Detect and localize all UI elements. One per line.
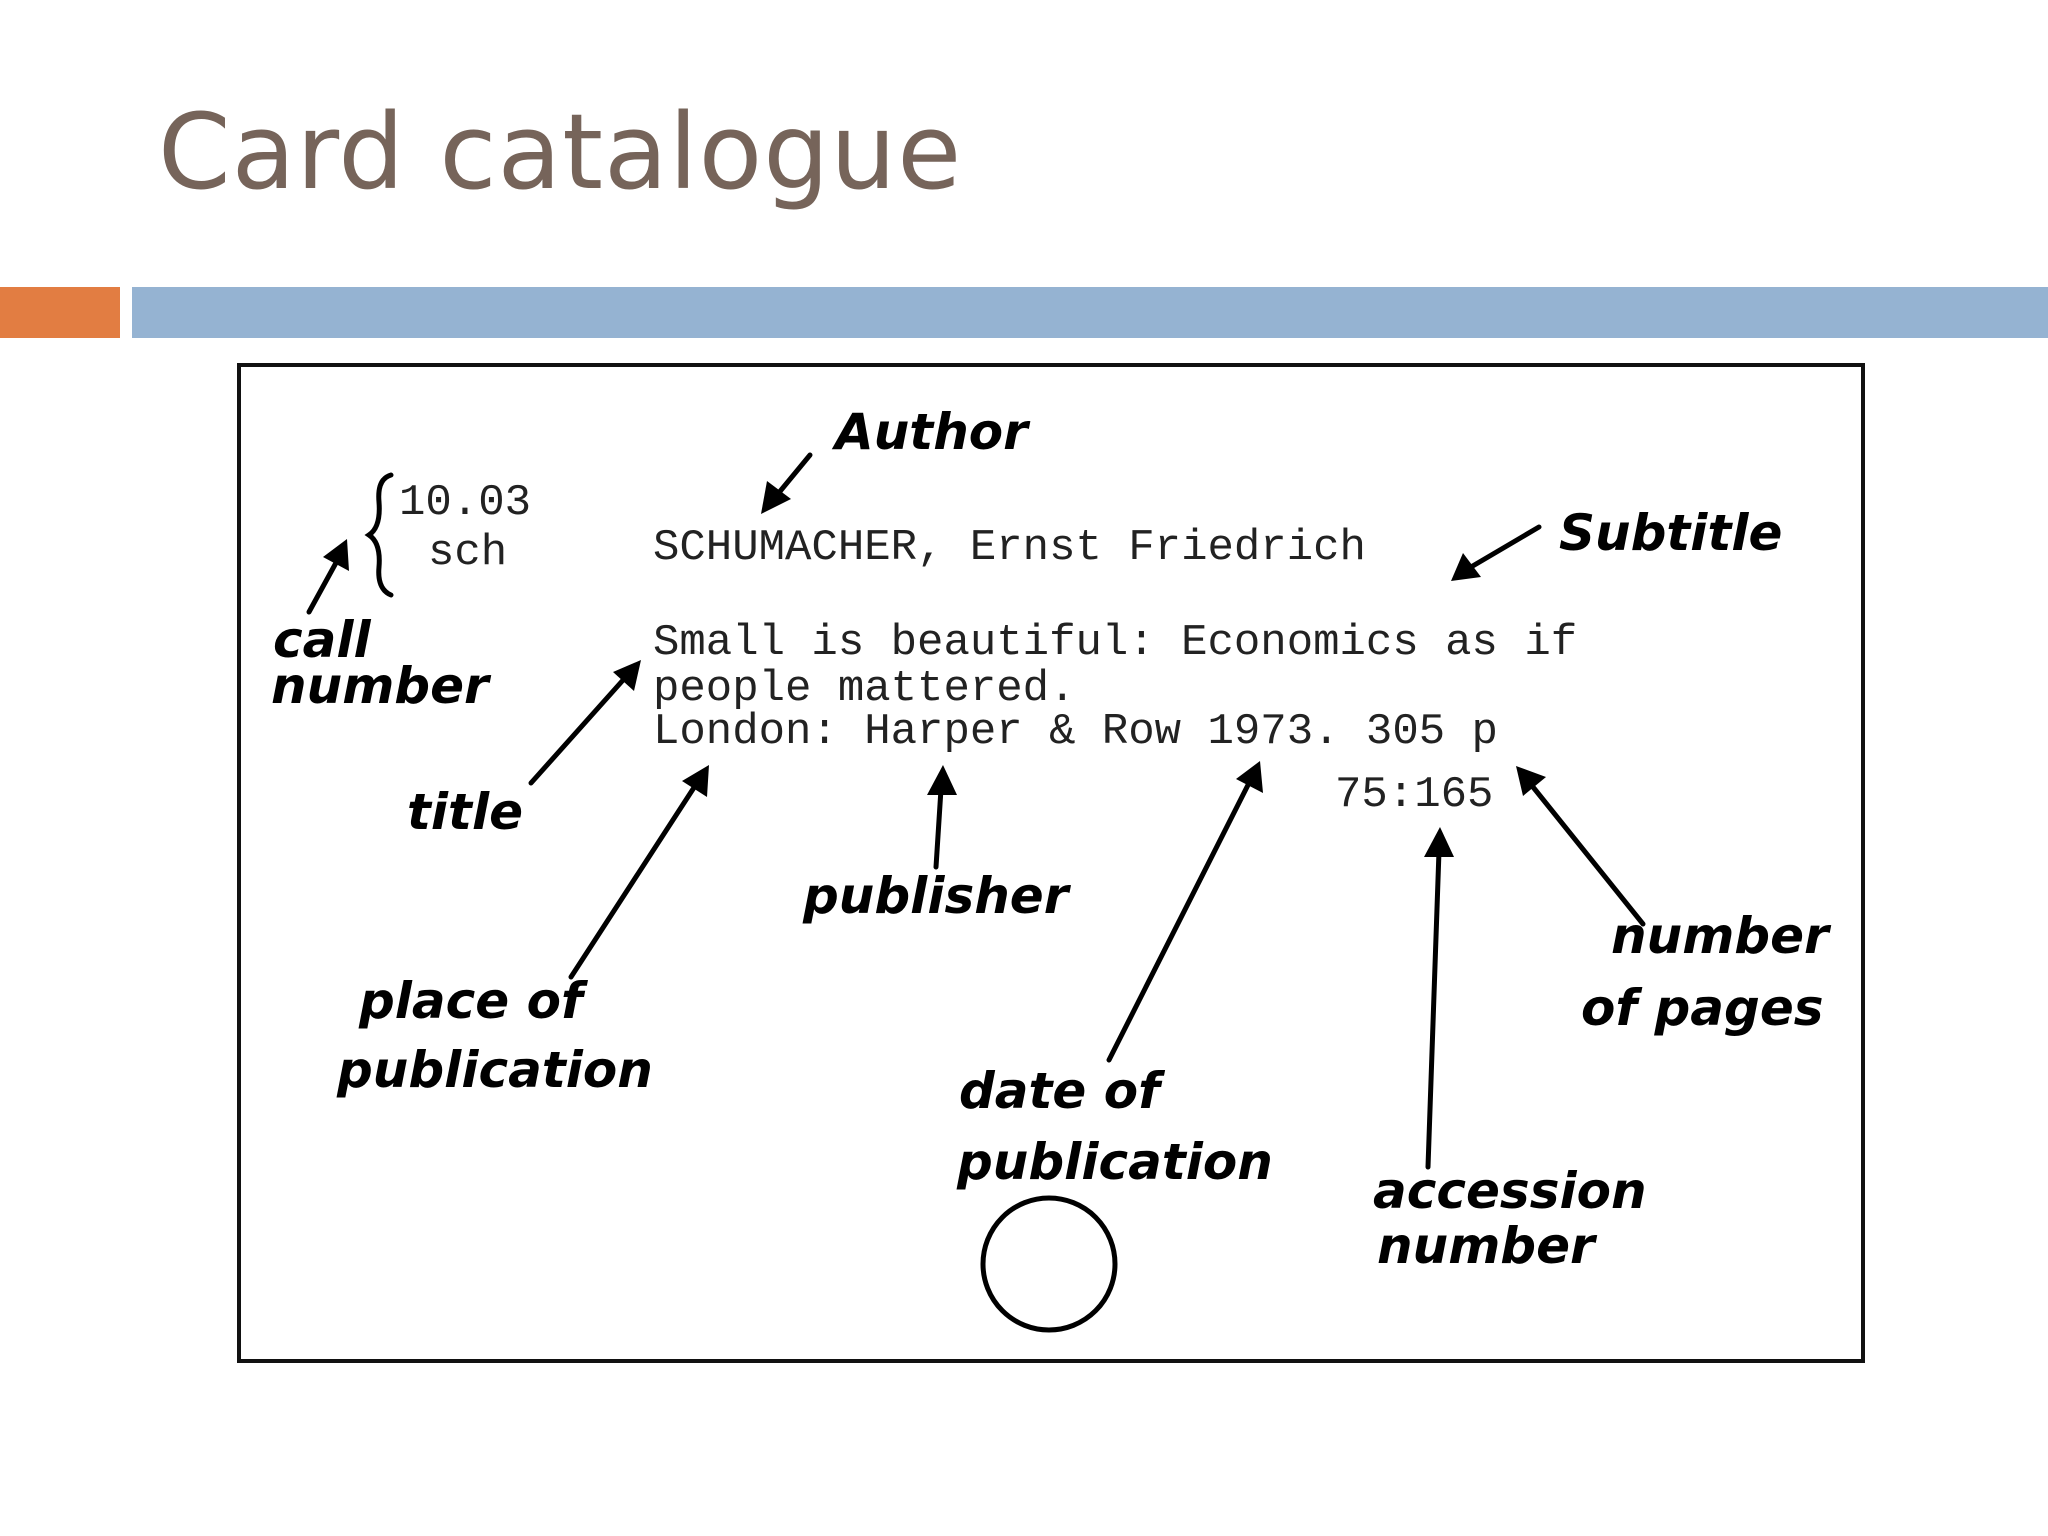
accent-bar-orange [0,287,120,338]
arrow-accession-number [1424,827,1454,1170]
annotation-publisher: publisher [802,867,1072,925]
arrow-date-of-publication [1106,761,1263,1063]
annotation-pages-2: of pages [1581,979,1824,1037]
annotation-accession-2: number [1377,1217,1598,1275]
title-entry-line-1: Small is beautiful: Economics as if [653,618,1577,668]
call-number-brace [364,472,394,598]
accession-number-entry: 75:165 [1335,770,1493,820]
annotation-place-2: publication [336,1041,653,1099]
catalogue-card: 10.03 sch SCHUMACHER, Ernst Friedrich Sm… [237,363,1865,1363]
annotation-author: Author [831,403,1031,461]
annotation-date-1: date of [959,1062,1165,1120]
arrow-subtitle [1451,524,1542,581]
card-diagram: 10.03 sch SCHUMACHER, Ernst Friedrich Sm… [271,403,1832,1333]
author-entry: SCHUMACHER, Ernst Friedrich [653,523,1366,573]
arrow-place-of-publication [568,765,709,980]
arrow-author [761,452,813,514]
annotation-call-number-1: call [273,611,372,669]
annotation-subtitle: Subtitle [1559,504,1782,562]
arrow-title [528,660,641,786]
annotation-title: title [407,783,523,841]
hand-drawn-circle [980,1195,1118,1333]
title-entry-line-2: people mattered. [653,664,1075,714]
arrow-number-of-pages [1516,766,1646,927]
call-number-cutter: sch [428,528,507,578]
annotation-place-1: place of [358,972,588,1030]
slide-title: Card catalogue [158,91,963,213]
annotation-pages-1: number [1611,907,1832,965]
imprint-entry: London: Harper & Row 1973. 305 p [653,707,1498,757]
arrow-publisher [927,765,957,870]
annotation-call-number-2: number [271,657,492,715]
call-number-class: 10.03 [399,478,531,528]
arrow-call-number [306,539,349,615]
annotation-date-2: publication [956,1133,1273,1191]
annotation-accession-1: accession [1373,1162,1647,1220]
accent-bar-blue [132,287,2048,338]
